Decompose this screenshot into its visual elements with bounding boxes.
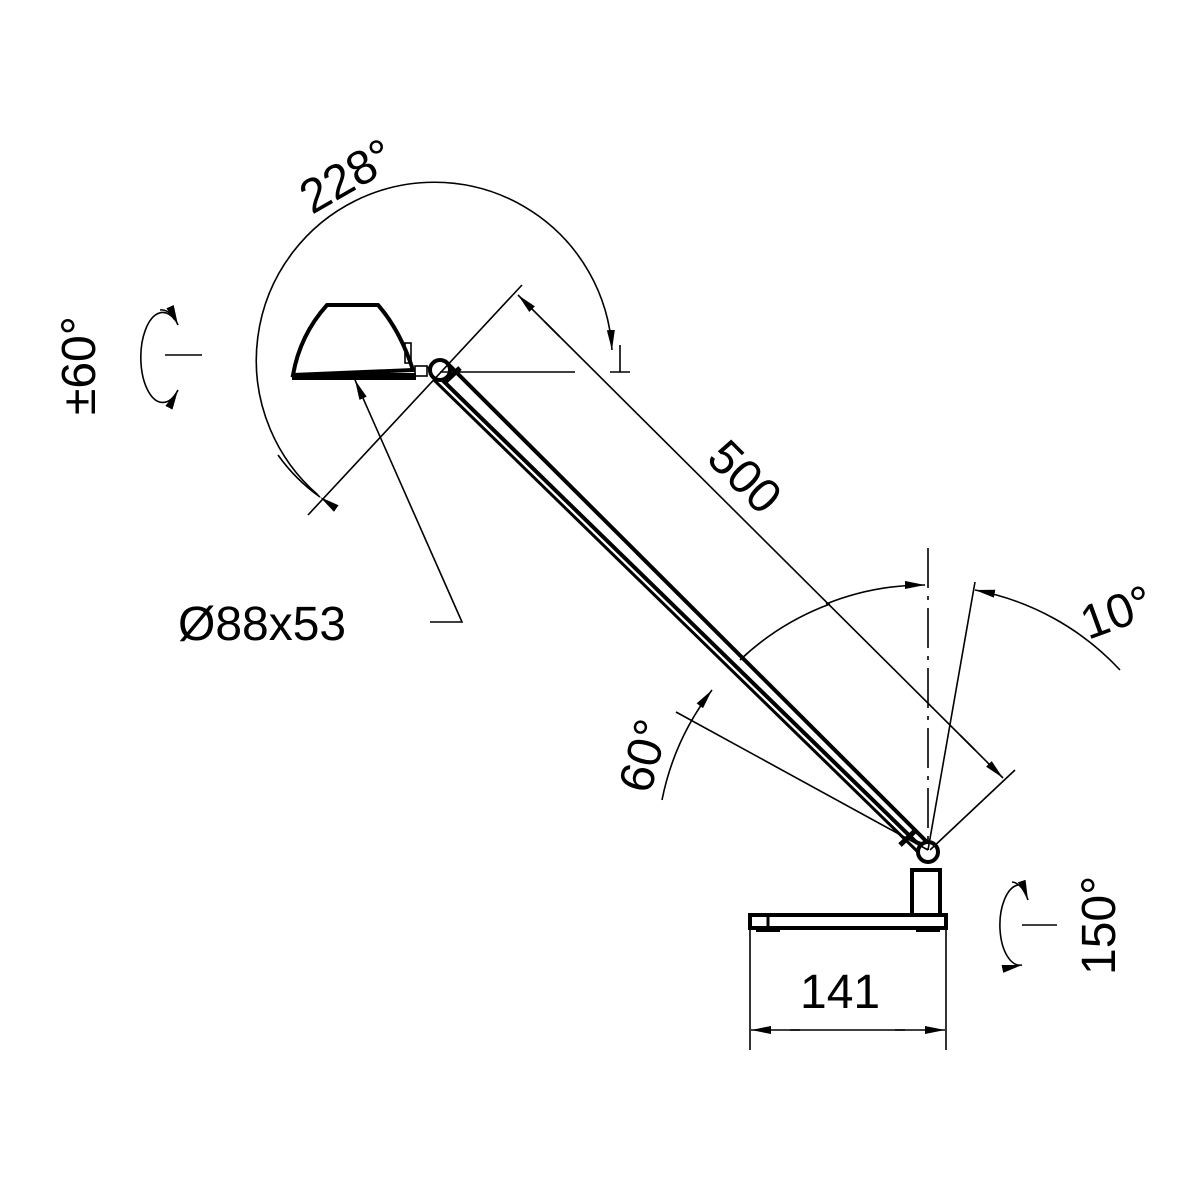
head-size-label: Ø88x53 (178, 598, 346, 651)
base-rotation-label: 150° (1073, 876, 1126, 975)
base-width-dimension (749, 930, 947, 1050)
lamp-arm (426, 358, 940, 864)
head-size-leader (354, 379, 464, 623)
base-width-label: 141 (800, 966, 880, 1019)
arm-forward-tilt-label: 60° (609, 714, 679, 798)
lamp-head (290, 303, 428, 380)
lamp-base (748, 868, 948, 932)
head-rotation-icon (140, 305, 202, 410)
arm-tilt-dimension (661, 548, 1121, 851)
base-rotation-icon (999, 879, 1057, 973)
arm-length-dimension (307, 284, 1016, 851)
head-rotation-label: ±60° (53, 316, 106, 415)
head-tilt-label: 228° (291, 129, 403, 225)
head-tilt-dimension (255, 181, 630, 512)
arm-length-label: 500 (697, 430, 791, 524)
